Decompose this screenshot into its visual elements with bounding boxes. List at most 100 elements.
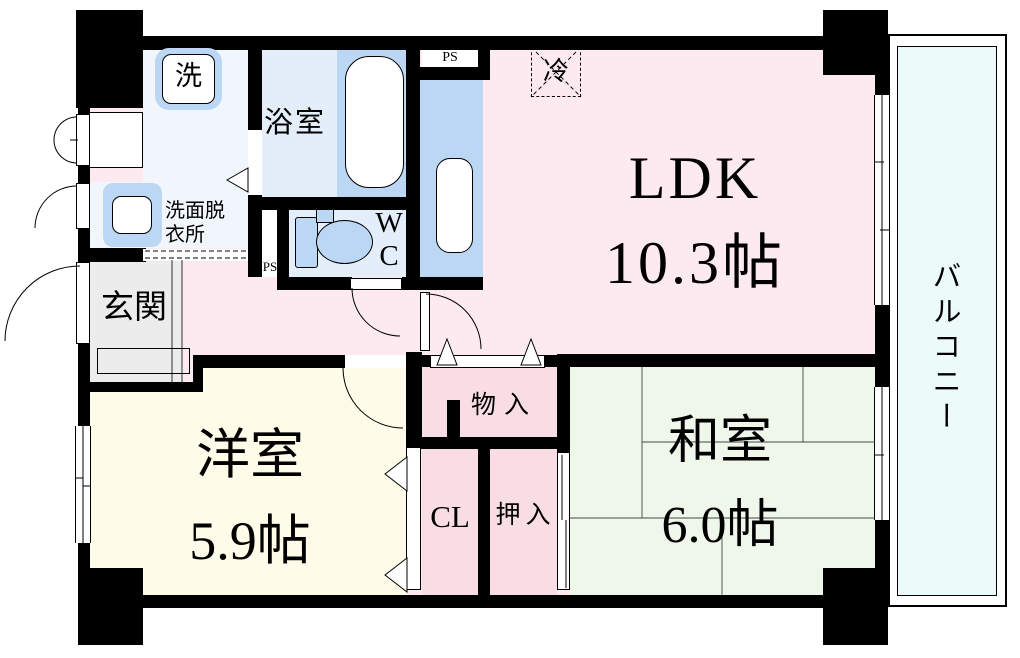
wc-door-arc [351, 287, 401, 337]
wall-entrance-step [193, 355, 203, 392]
cl-door-triangle-1 [384, 455, 408, 493]
japanese-room-label: 和室 6.0帖 [595, 400, 845, 568]
pipe-space-strip [262, 208, 277, 277]
folding-door-triangles [225, 167, 542, 594]
refrigerator-space [531, 47, 581, 97]
western-door-arc [342, 367, 404, 429]
cl-door-triangle-2 [384, 556, 408, 594]
wall-western-north [193, 355, 345, 368]
entrance-edge-lines [171, 260, 183, 382]
room-entrance-floor [88, 260, 182, 382]
washing-machine-label: 洗 [175, 61, 202, 91]
wall-column-top-left [76, 10, 143, 108]
room-western-floor [90, 368, 406, 595]
wall-left-5 [78, 540, 90, 570]
hall-closet-door-triangle-1 [436, 337, 458, 366]
entrance-step-edge [97, 348, 190, 374]
wall-washroom-south [88, 248, 146, 262]
bathroom-door-opening [248, 130, 262, 195]
wc-label: W C [370, 207, 408, 274]
futon-closet-label: 押入 [495, 502, 556, 529]
western-door-opening [345, 355, 406, 368]
bathtub [345, 56, 404, 188]
wall-right-2 [875, 304, 890, 388]
wall-wc-south-left [277, 277, 352, 290]
washroom-label: 洗面脱衣所 [165, 200, 225, 246]
kitchen-sink [436, 158, 473, 253]
window-glazing-lines [75, 95, 890, 543]
wall-column-bottom-right [823, 568, 888, 645]
meter-box-door-arc-top [53, 116, 78, 141]
wall-bottom [140, 595, 825, 608]
pipe-space-side-label: PS [262, 259, 278, 274]
ldk-size: 10.3帖 [605, 230, 785, 297]
toilet-bowl [316, 220, 373, 264]
wall-hallcloset-north-right [544, 355, 557, 367]
hall-strip [182, 260, 198, 382]
entrance-label: 玄関 [101, 290, 167, 326]
hall-door-arc [425, 293, 482, 350]
room-cl-floor [422, 449, 478, 595]
toilet-flush-box [316, 209, 334, 223]
wall-right-3 [875, 519, 890, 570]
wall-column-top-right [823, 10, 888, 75]
western-room-size: 5.9帖 [189, 511, 311, 572]
room-futon-closet-floor [490, 449, 557, 595]
western-room-label: 洋室 5.9帖 [120, 412, 380, 585]
wc-door-leaf [350, 278, 402, 290]
wall-hallcloset-west [406, 352, 422, 449]
tatami-grid [570, 367, 875, 595]
wall-washroom-bath-2 [248, 193, 262, 277]
washroom-sliding-door-dashes [145, 250, 247, 259]
entrance-door-leaf [76, 262, 90, 344]
door-swing-arcs [4, 116, 482, 429]
wall-washroom-bath-1 [248, 45, 262, 130]
bathroom-label: 浴室 [263, 107, 326, 139]
balcony-label: バルコニー [928, 260, 960, 436]
balcony-floor [897, 46, 997, 596]
wc-letter-w: W [375, 207, 403, 239]
wall-bath-south [248, 197, 420, 210]
pipe-space-top-label: PS [442, 50, 458, 65]
cl-label: CL [430, 499, 470, 534]
wall-hallcloset-north-left [422, 355, 431, 367]
wall-ps-bottom [417, 67, 490, 80]
wall-cl-futon-divider [478, 449, 490, 595]
hall-closet-door-triangle-2 [520, 337, 542, 366]
wall-left-2 [78, 165, 90, 183]
western-room-name: 洋室 [196, 425, 304, 485]
japanese-room-name: 和室 [667, 413, 772, 470]
wc-letter-c: C [379, 240, 399, 273]
refrigerator-label: 冷 [542, 57, 569, 86]
ldk-label: LDK 10.3帖 [568, 136, 822, 306]
refrigerator-cross-lines [530, 46, 582, 98]
ldk-name: LDK [628, 145, 762, 211]
entrance-door-arc [4, 265, 81, 342]
meter-box-door-arc-bottom [53, 139, 78, 164]
wall-hallcloset-south [408, 437, 570, 449]
wall-wc-south-right [402, 277, 483, 290]
room-japanese-floor [570, 367, 875, 595]
hall-door-leaf [420, 292, 430, 351]
futon-closet-fusuma-lines [561, 455, 567, 588]
wall-hallcloset-stub [447, 400, 460, 437]
washing-machine [162, 54, 215, 104]
wall-bath-kitchen [406, 36, 420, 290]
wall-wc-west [277, 208, 289, 278]
wall-hallcloset-east [557, 354, 570, 453]
wall-entrance-south [78, 382, 203, 392]
cl-folding-door [406, 447, 421, 590]
side-door-leaf [76, 183, 90, 229]
japanese-room-size: 6.0帖 [661, 497, 779, 555]
meter-box [88, 112, 143, 168]
wall-column-bottom-left [78, 568, 143, 645]
wall-left-1 [78, 106, 90, 116]
bathroom-door-triangle [225, 167, 249, 193]
pipe-space-niche [422, 50, 478, 67]
room-hall-closet-floor [422, 367, 557, 437]
wall-ldk-south [557, 354, 890, 367]
wall-right-1 [875, 72, 890, 96]
futon-closet-sliding-door [557, 452, 570, 590]
